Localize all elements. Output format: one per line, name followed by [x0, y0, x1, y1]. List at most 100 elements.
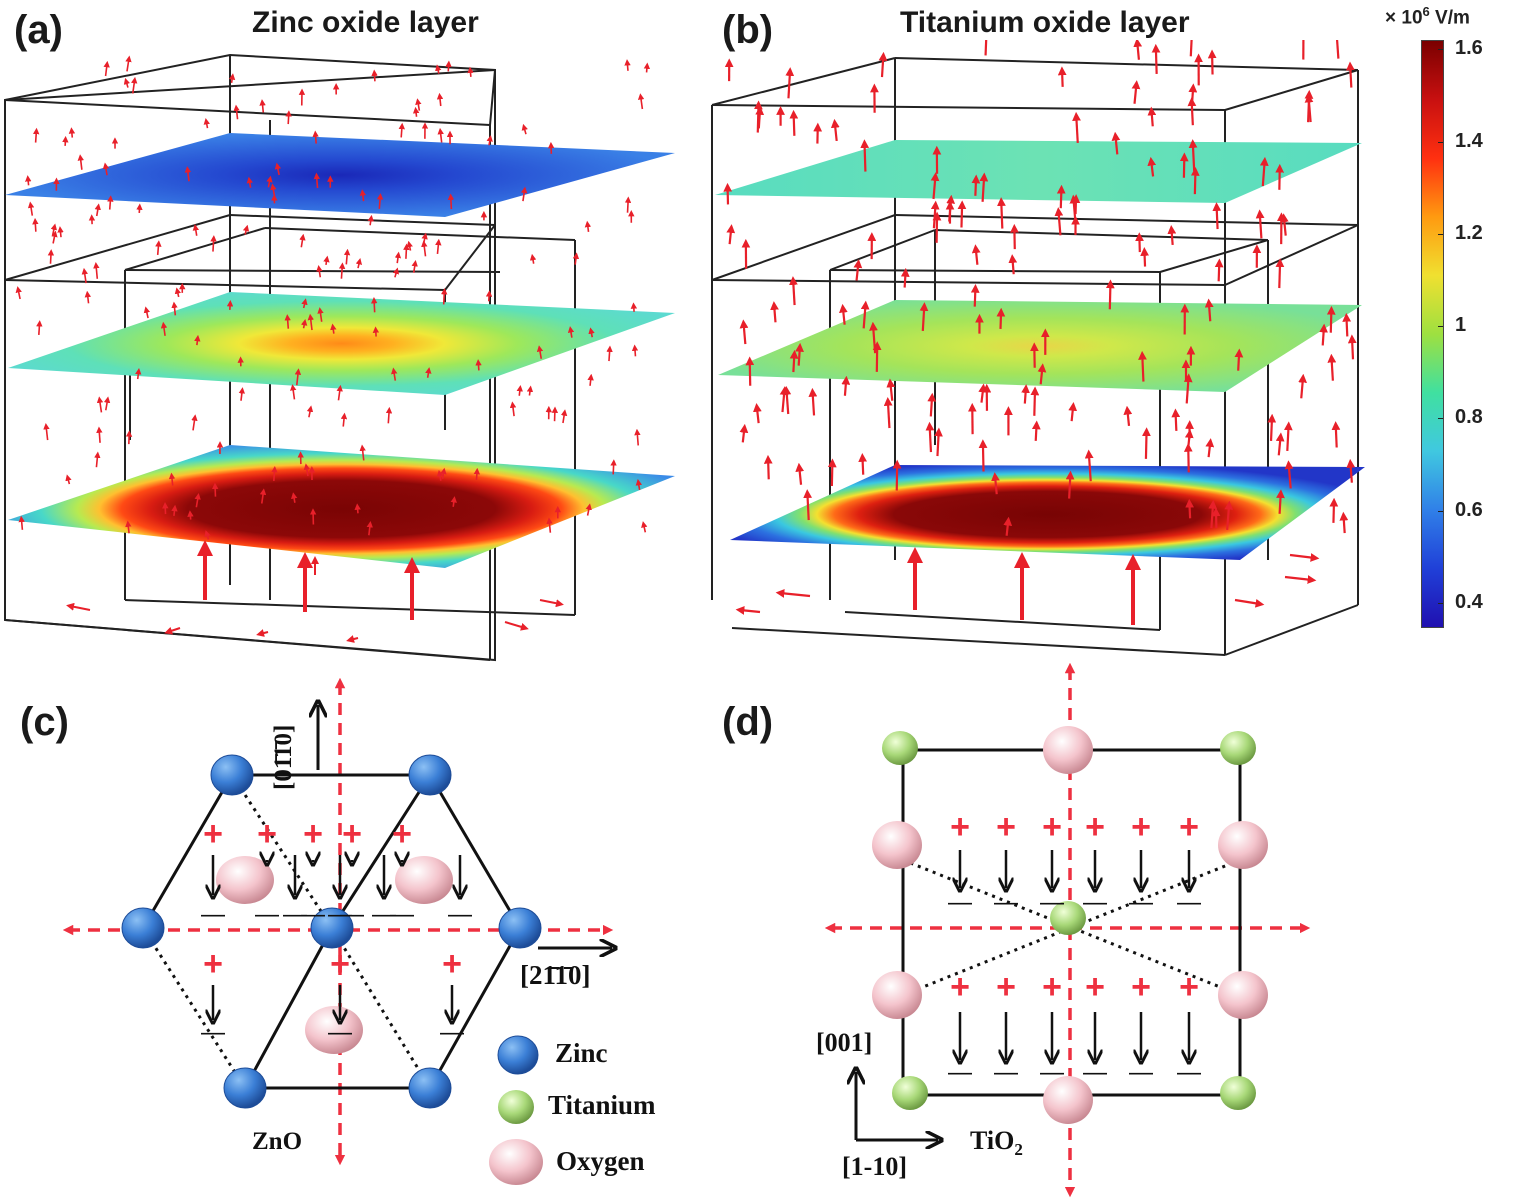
legend-titanium-icon — [498, 1090, 534, 1124]
minus-charge: — — [340, 901, 364, 928]
field-arrow — [1140, 247, 1150, 267]
minus-charge: — — [1083, 1059, 1107, 1086]
tio2-top-plane — [715, 140, 1362, 203]
field-arrow — [1279, 213, 1289, 236]
field-arrow — [1031, 420, 1041, 441]
field-arrow — [585, 503, 592, 516]
colorbar-tick-mark — [1438, 602, 1443, 604]
field-arrow — [411, 259, 418, 273]
field-arrow — [301, 298, 308, 309]
field-arrow — [1133, 40, 1143, 60]
field-arrow — [1342, 312, 1352, 337]
field-arrow — [485, 290, 493, 302]
field-arrow — [971, 244, 981, 265]
field-arrow — [1346, 458, 1356, 483]
tio2-up-direction-label: [001] — [816, 1028, 873, 1057]
field-arrow — [359, 189, 367, 202]
tio2-name-label: TiO2 — [970, 1126, 1023, 1160]
field-arrow — [572, 252, 580, 265]
field-arrow — [392, 267, 400, 278]
field-arrow — [536, 345, 544, 359]
colorbar-tick-label: 1.6 — [1455, 37, 1483, 60]
zno-top-plane — [5, 133, 675, 217]
field-arrow — [238, 387, 246, 401]
field-arrow — [763, 454, 773, 480]
plus-charge: + — [203, 815, 223, 853]
field-arrow — [1204, 298, 1214, 322]
field-arrow — [1056, 184, 1066, 209]
plus-charge: + — [392, 815, 412, 853]
field-arrow — [1008, 254, 1018, 275]
tio2-field-plot — [711, 40, 1365, 656]
field-arrow — [1329, 497, 1339, 523]
field-arrow — [473, 467, 481, 480]
field-arrow — [900, 267, 910, 288]
field-arrow — [1187, 97, 1197, 126]
zno-lattice-diagram: +—+——+——+——+——+—+—+— — [62, 677, 700, 1185]
field-arrow — [191, 414, 198, 431]
plus-charge: + — [1179, 968, 1199, 1006]
minus-charge: — — [994, 889, 1018, 916]
minus-charge: — — [1129, 1059, 1153, 1086]
field-arrow — [57, 226, 64, 238]
minus-charge: — — [201, 1019, 225, 1046]
colorbar-tick-label: 0.4 — [1455, 590, 1483, 613]
field-arrow — [739, 423, 749, 443]
field-arrow — [412, 106, 420, 117]
field-arrow — [1021, 384, 1030, 404]
minus-charge: — — [372, 901, 396, 928]
tio2-name-subscript: 2 — [1014, 1140, 1023, 1160]
field-arrow — [770, 301, 779, 323]
field-arrow — [102, 162, 110, 176]
field-arrow — [376, 193, 384, 209]
field-arrow — [1171, 408, 1181, 431]
field-arrow — [1123, 405, 1133, 426]
legend-oxygen-label: Oxygen — [556, 1146, 645, 1176]
colorbar-tick-mark — [1438, 141, 1443, 143]
field-arrow — [338, 262, 346, 279]
colorbar-tick-mark — [1438, 418, 1443, 420]
field-arrow — [1188, 83, 1198, 103]
minus-charge: — — [328, 901, 352, 928]
field-arrow — [194, 492, 201, 508]
field-arrow — [584, 220, 592, 233]
field-arrow — [47, 249, 55, 264]
field-arrow — [284, 314, 291, 329]
minus-charge: — — [1083, 889, 1107, 916]
field-arrow — [1147, 106, 1157, 127]
plus-charge: + — [1042, 808, 1062, 846]
colorbar-tick-label: 1 — [1455, 314, 1467, 337]
plus-charge: + — [203, 945, 223, 983]
field-arrow — [860, 139, 870, 172]
field-arrow — [643, 62, 651, 73]
minus-charge: — — [948, 1059, 972, 1086]
colorbar-tick-mark — [1438, 326, 1443, 328]
field-arrow — [307, 313, 314, 331]
field-arrow — [1057, 66, 1067, 87]
field-arrow — [317, 307, 324, 322]
minus-charge: — — [1177, 889, 1201, 916]
field-arrow — [1276, 489, 1285, 514]
colorbar-unit-suffix: V/m — [1429, 7, 1470, 29]
field-arrow — [355, 258, 363, 269]
field-arrow — [1259, 156, 1269, 187]
field-arrow — [827, 458, 837, 487]
field-arrow — [94, 203, 101, 217]
field-arrow — [739, 319, 749, 345]
field-arrow — [1151, 43, 1161, 74]
zno-field-plot — [4, 53, 675, 662]
field-arrow — [171, 504, 178, 516]
field-arrow — [1190, 166, 1200, 195]
minus-charge: — — [1040, 1059, 1064, 1086]
field-arrow — [15, 286, 22, 300]
field-arrow — [294, 368, 302, 386]
field-arrow — [435, 64, 442, 74]
field-arrow — [1331, 421, 1341, 448]
field-arrow — [808, 387, 818, 416]
field-arrow — [135, 368, 142, 380]
field-arrow — [291, 492, 298, 503]
field-arrow — [96, 426, 103, 443]
field-arrow — [406, 240, 413, 251]
field-arrow — [1224, 500, 1234, 530]
field-arrow — [853, 259, 863, 281]
